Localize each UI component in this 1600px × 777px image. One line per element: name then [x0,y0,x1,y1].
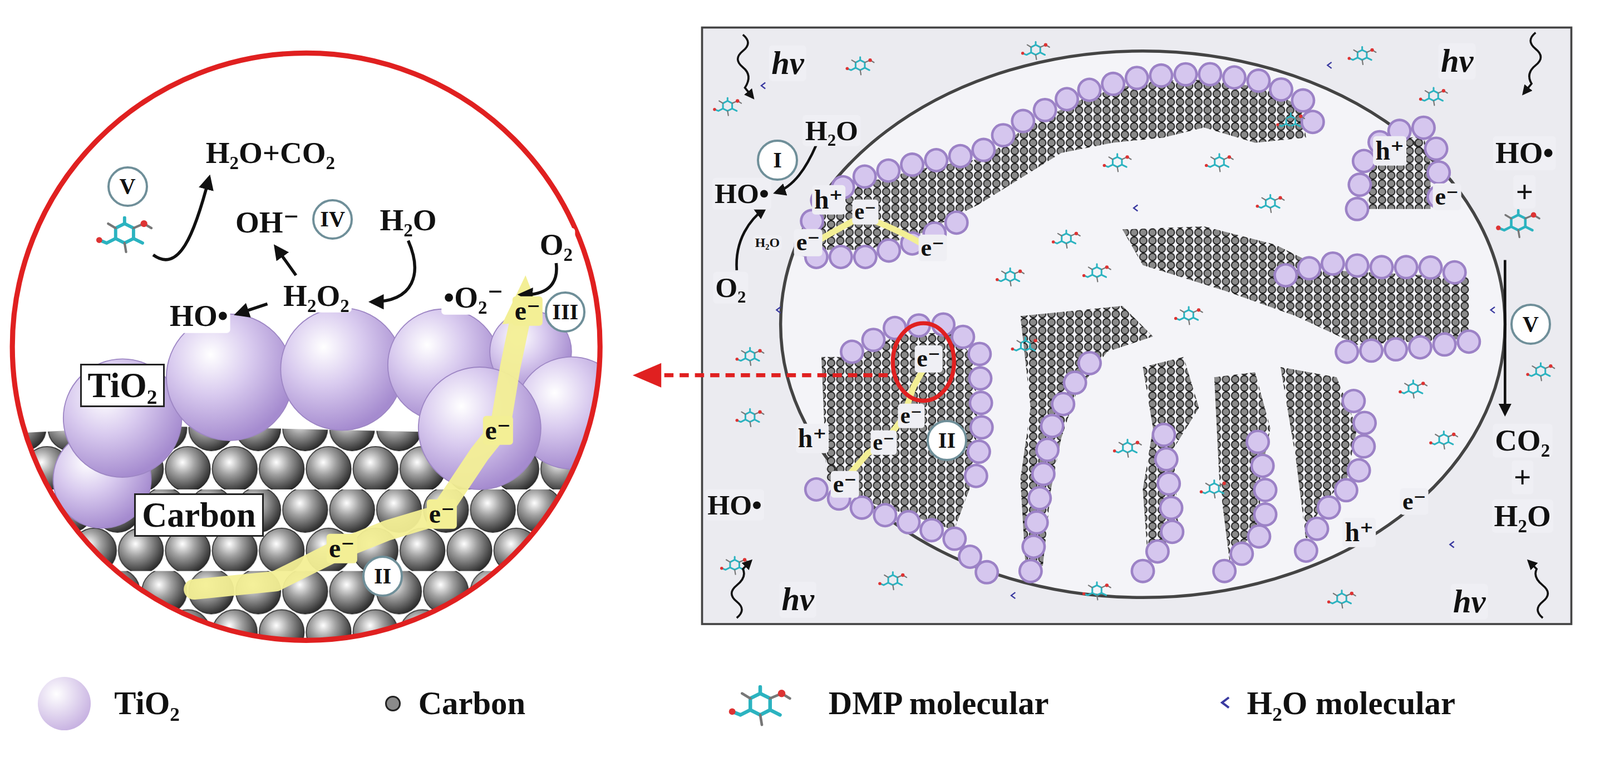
legend-text: H₂O molecular [1247,686,1456,723]
reaction-label: CO₂ [1492,424,1553,459]
reaction-label: H₂O₂ [281,278,352,313]
reaction-label: hv [779,582,817,619]
zoom-leader-head [632,363,662,388]
reaction-label: H₂O [377,203,439,238]
reaction-label: hv [769,45,807,82]
node-text: V [119,174,136,199]
reaction-label: H₂O+CO₂ [203,136,338,171]
water-molecules [761,62,1495,599]
reaction-label: hv [1450,584,1489,621]
reaction-label: h⁺ [811,185,846,215]
node-text: III [552,299,579,325]
reaction-label: + [1513,174,1536,209]
light-arrows [731,32,1549,619]
carbon-matrix [816,79,1470,567]
legend-dmp-icon [729,687,791,726]
node-text: V [1522,312,1539,337]
reaction-label: h⁺ [1372,136,1407,166]
reaction-label: e⁻ [918,234,947,262]
reaction-label: + [1511,460,1534,495]
reaction-label: e⁻ [870,430,897,456]
particle-panel [702,27,1572,625]
reaction-label: HO• [712,178,772,210]
reaction-label: H₂O [1492,499,1554,534]
step-number-circle: V [107,166,149,208]
reaction-label: e⁻ [483,416,514,446]
reaction-label: e⁻ [852,199,879,225]
legend-text: DMP molecular [828,686,1050,723]
reaction-label: e⁻ [426,499,457,529]
reaction-label: •O₂⁻ [441,281,506,315]
material-label-box: Carbon [134,493,264,538]
tio2-chains [806,73,1470,577]
reaction-label: O₂ [712,272,748,304]
node-text: II [373,564,392,589]
step-number-circle: I [756,139,798,181]
reaction-label: e⁻ [914,345,943,373]
zoom-leader [658,373,889,378]
legend-water-icon [1222,697,1229,708]
reaction-label: h⁺ [795,424,830,454]
reaction-label: e⁻ [794,229,823,256]
reaction-label: e⁻ [830,471,860,499]
reaction-label: HO• [1493,136,1557,171]
reaction-arrows [736,144,1506,415]
node-text: Carbon [141,496,256,535]
node-text: TiO₂ [87,366,158,406]
step-number-circle: II [362,555,403,597]
reaction-label: h⁺ [1342,518,1376,548]
reaction-label: H₂O [752,235,782,250]
reaction-label: HO• [167,299,231,334]
reaction-label: OH⁻ [233,205,302,240]
legend-swatch [385,696,401,712]
step-number-circle: IV [312,199,353,240]
reaction-label: e⁻ [898,404,925,429]
legend-swatch [37,677,91,731]
reaction-label: e⁻ [1433,183,1462,211]
step-number-circle: III [544,291,586,333]
particle-outline [780,51,1506,599]
node-text: IV [320,207,346,232]
legend-text: Carbon [418,686,526,723]
node-text: I [773,148,782,173]
reaction-label: e⁻ [1400,488,1429,516]
legend-text: TiO₂ [114,686,180,723]
reaction-label: e⁻ [326,534,357,564]
step-number-circle: II [926,420,968,461]
reaction-label: H₂O [803,114,861,146]
reaction-label: hv [1438,43,1476,80]
zoom-marker [892,323,954,401]
reaction-label: O₂ [537,228,575,263]
reaction-label: e⁻ [512,296,543,326]
dmp-molecules [712,41,1555,609]
zoom-circle-border [12,52,600,641]
zoom-interior [10,177,628,735]
node-text: II [938,428,956,454]
step-number-circle: V [1510,303,1552,345]
reaction-label: HO• [705,489,765,521]
material-label-box: TiO₂ [80,363,166,408]
